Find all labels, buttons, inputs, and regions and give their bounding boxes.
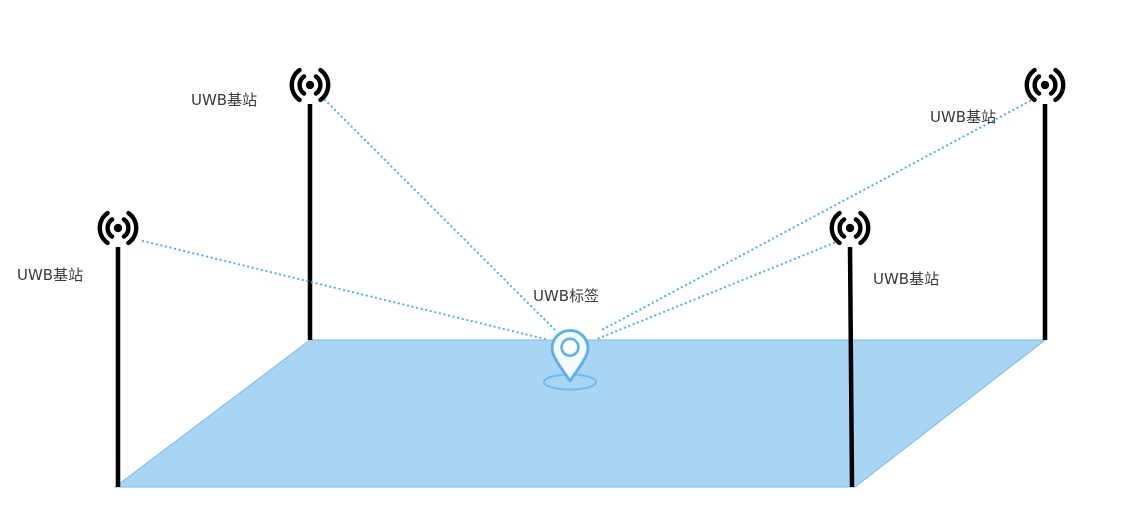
ranging-link-top-right (598, 99, 1032, 333)
antenna-broadcast-icon (1027, 70, 1063, 100)
ranging-link-right (595, 241, 836, 341)
tag-pin-icon (550, 328, 590, 383)
station-label-top-left: UWB基站 (191, 91, 258, 109)
antenna-broadcast-icon (292, 70, 328, 100)
ranging-link-left (141, 239, 547, 341)
floor-plane (113, 339, 1047, 488)
antenna-broadcast-icon (100, 213, 136, 243)
tag-label: UWB标签 (533, 287, 600, 305)
station-label-top-right: UWB基站 (930, 108, 997, 126)
ranging-link-top-left (323, 98, 558, 333)
station-label-right: UWB基站 (873, 270, 940, 288)
antenna-broadcast-icon (832, 213, 868, 243)
station-label-left: UWB基站 (17, 266, 84, 284)
antenna-pole-right (847, 246, 855, 488)
